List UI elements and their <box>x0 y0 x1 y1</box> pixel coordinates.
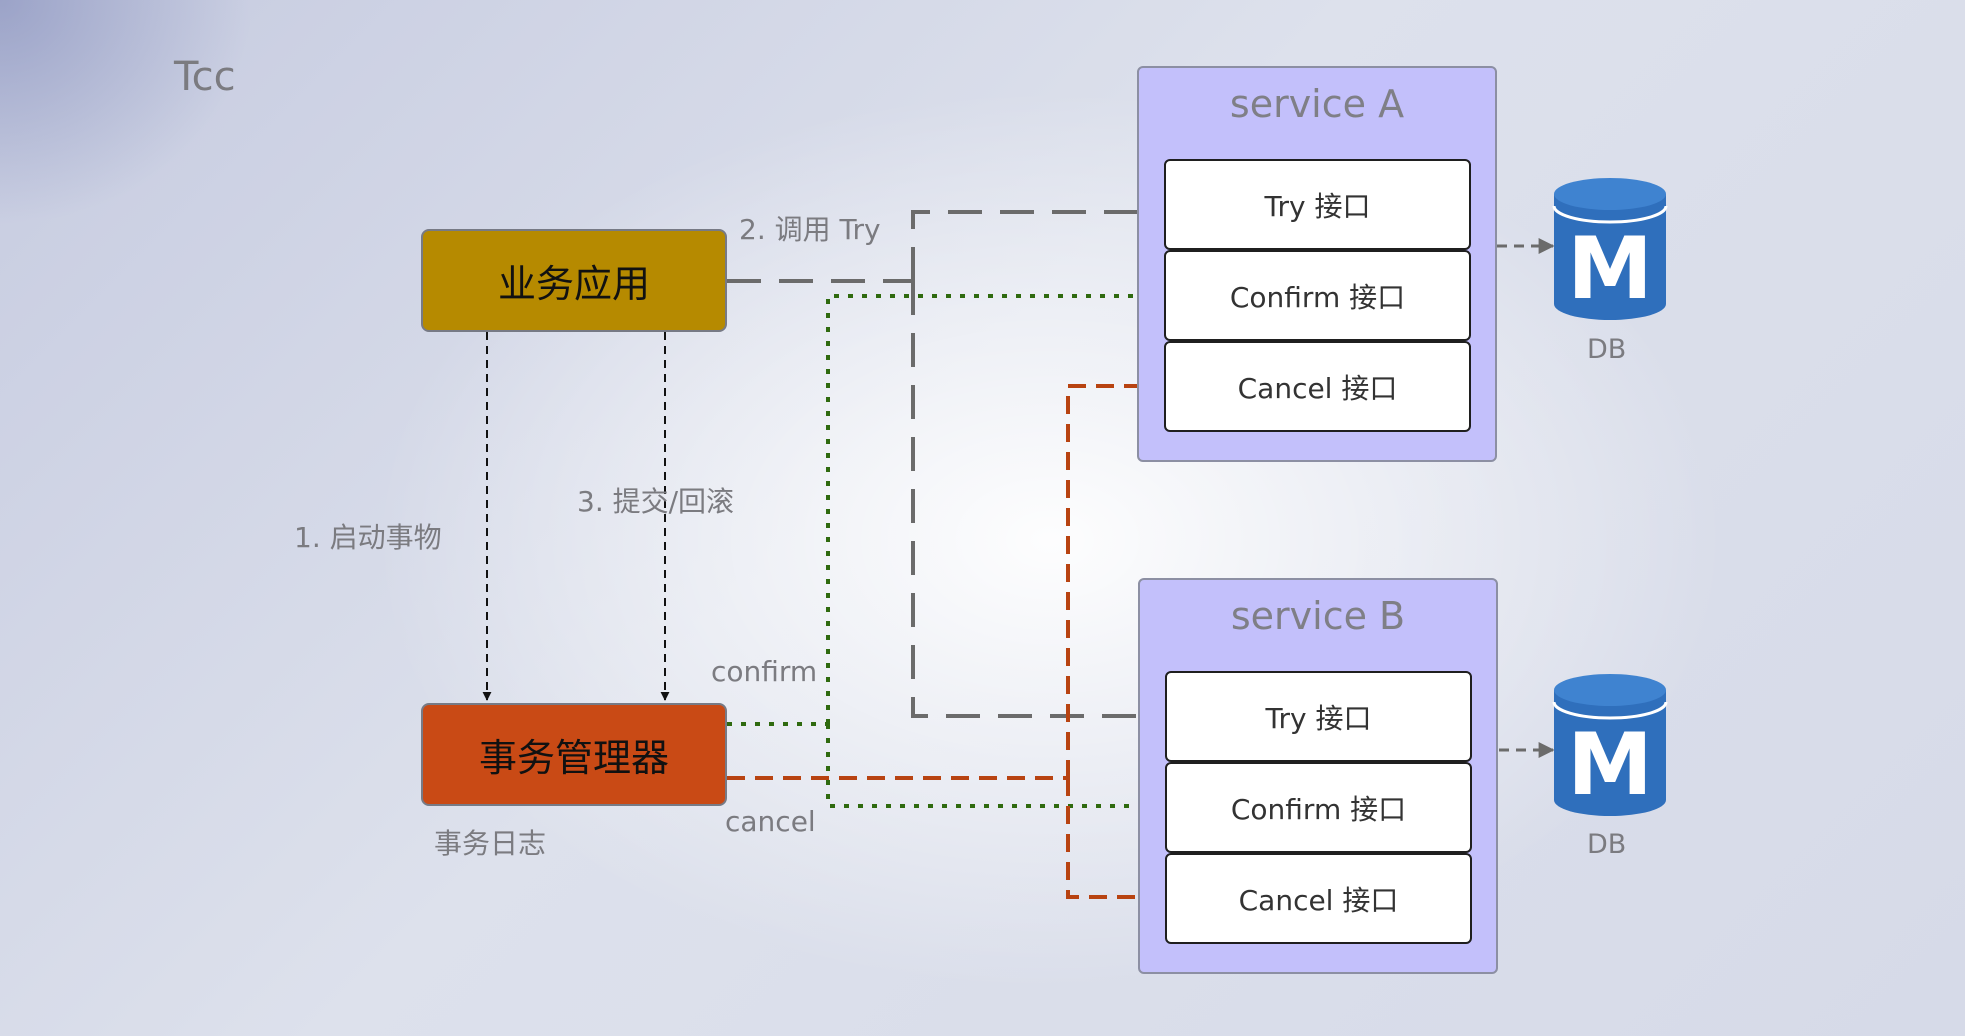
confirm-label: confirm <box>711 655 818 688</box>
service-b-try-interface: Try 接口 <box>1165 671 1472 762</box>
diagram-title: Tcc <box>174 54 236 100</box>
business-app-label: 业务应用 <box>497 262 650 306</box>
service-a-cancel-interface: Cancel 接口 <box>1164 341 1471 432</box>
service-b-confirm-label: Confirm 接口 <box>1230 792 1407 826</box>
service-a-confirm-interface: Confirm 接口 <box>1164 250 1471 341</box>
tx-manager-label: 事务管理器 <box>478 736 669 780</box>
business-app-node: 业务应用 <box>421 229 727 332</box>
cancel-label: cancel <box>725 805 816 838</box>
step-call-try-label: 2. 调用 Try <box>739 213 881 246</box>
database-b-letter: M <box>1567 715 1653 815</box>
confirm-arrow-a <box>826 284 1165 724</box>
service-b-cancel-interface: Cancel 接口 <box>1165 853 1472 944</box>
cancel-arrow-a <box>1066 374 1165 778</box>
service-b-try-label: Try 接口 <box>1265 701 1372 735</box>
service-b-cancel-label: Cancel 接口 <box>1238 883 1399 917</box>
step-commit-rollback-label: 3. 提交/回滚 <box>577 485 735 518</box>
database-b-label: DB <box>1587 829 1627 860</box>
confirm-arrow-b <box>826 724 1165 818</box>
cancel-arrow-b <box>1066 778 1165 909</box>
database-a-icon: M <box>1552 178 1668 320</box>
service-a-title: service A <box>1229 82 1405 126</box>
try-call-arrow-a <box>911 200 1165 281</box>
database-a-letter: M <box>1567 219 1653 319</box>
try-call-arrow-b <box>911 281 1165 728</box>
tx-manager-node: 事务管理器 <box>421 703 727 806</box>
service-a-cancel-label: Cancel 接口 <box>1237 371 1398 405</box>
database-b-icon: M <box>1552 674 1668 816</box>
service-a-try-interface: Try 接口 <box>1164 159 1471 250</box>
step-start-label: 1. 启动事物 <box>294 521 442 554</box>
database-a-label: DB <box>1587 334 1627 365</box>
service-a-confirm-label: Confirm 接口 <box>1229 280 1406 314</box>
service-a-try-label: Try 接口 <box>1264 189 1371 223</box>
tx-log-caption: 事务日志 <box>434 827 547 860</box>
service-b-title: service B <box>1230 594 1406 638</box>
service-b-confirm-interface: Confirm 接口 <box>1165 762 1472 853</box>
